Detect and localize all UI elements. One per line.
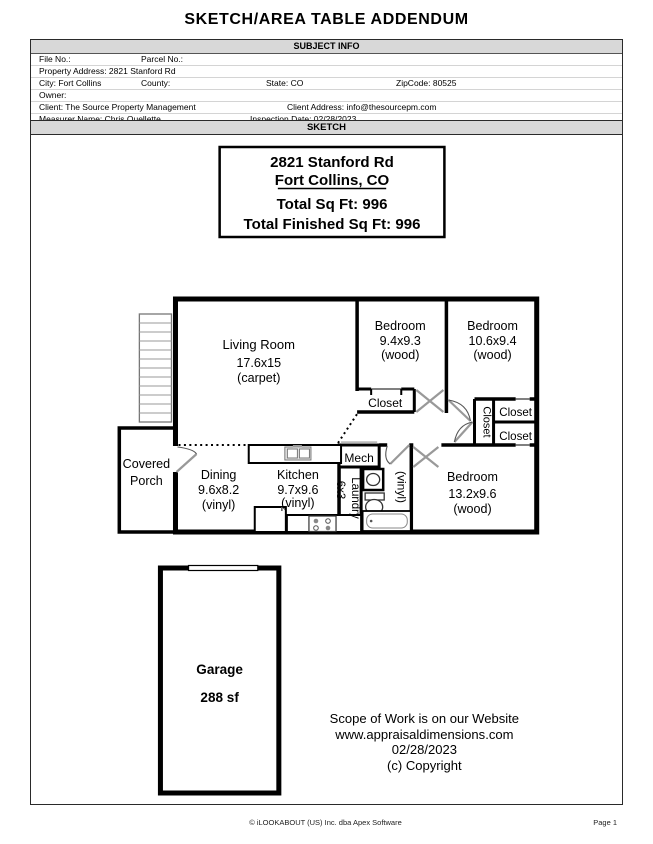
burner: [313, 518, 319, 524]
subject-info-table: SUBJECT INFO File No.: Parcel No.: Prope…: [30, 39, 623, 126]
kitchen-name: Kitchen: [277, 468, 319, 482]
entry-door-arc: [177, 446, 198, 455]
bedroom1-floor: (wood): [381, 348, 419, 362]
table-row-owner: Owner:: [31, 90, 622, 102]
sketch-canvas: 2821 Stanford Rd Fort Collins, CO Total …: [30, 134, 623, 805]
floor-plan-svg: 2821 Stanford Rd Fort Collins, CO Total …: [117, 145, 540, 796]
bedroom1-dims: 9.4x9.3: [380, 334, 421, 348]
bedroom3-dims: 13.2x9.6: [448, 487, 496, 501]
bedroom2-name: Bedroom: [467, 319, 518, 333]
burner: [325, 518, 331, 524]
client-address-label: Client Address: info@thesourcepm.com: [287, 102, 437, 112]
closet-label-vertical: Closet: [481, 406, 493, 437]
burner: [313, 525, 319, 531]
garage-label: Garage: [196, 662, 243, 677]
laundry-dims: 6x3: [334, 481, 346, 500]
table-row-address: Property Address: 2821 Stanford Rd: [31, 66, 622, 78]
county-label: County:: [141, 78, 171, 88]
bedroom2-floor: (wood): [473, 348, 511, 362]
sink-basin-left: [286, 448, 298, 459]
garage: Garage 288 sf: [157, 564, 282, 796]
bedroom2-door-leaf: [447, 399, 472, 422]
garage-area-label: 288 sf: [200, 690, 239, 705]
bathtub-inner: [366, 513, 408, 529]
burner: [325, 525, 331, 531]
table-row-client: Client: The Source Property Management C…: [31, 102, 622, 114]
hall-closet-door-arc: [453, 421, 473, 443]
parcel-no-label: Parcel No.:: [141, 54, 184, 64]
sink-basin-right: [298, 448, 310, 459]
mech-label: Mech: [344, 451, 373, 465]
porch-label-1: Covered: [123, 457, 170, 471]
area-separator-dotted: [178, 413, 358, 446]
bath-door-arc: [385, 445, 391, 465]
state-label: State: CO: [266, 78, 304, 88]
bedroom3-name: Bedroom: [447, 470, 498, 484]
dining-dims: 9.6x8.2: [198, 483, 239, 497]
city-label: City: Fort Collins: [39, 78, 102, 88]
entry-door-leaf: [175, 453, 198, 473]
faucet-icon: [292, 445, 302, 448]
refrigerator-icon: [253, 506, 287, 533]
dining-name: Dining: [201, 468, 237, 482]
bathtub-drain: [369, 519, 373, 523]
owner-label: Owner:: [39, 90, 67, 100]
scope-note: Scope of Work is on our Website www.appr…: [330, 711, 519, 773]
garage-outline: [157, 565, 282, 796]
living-room-name: Living Room: [223, 337, 295, 352]
room-labels: Living Room 17.6x15 (carpet) Bedroom 9.4…: [123, 319, 533, 519]
sketch-title-box: 2821 Stanford Rd Fort Collins, CO Total …: [218, 145, 446, 239]
footer-page-number: Page 1: [593, 818, 617, 827]
scope-line-2: www.appraisaldimensions.com: [334, 727, 513, 742]
bath-door-leaf: [389, 444, 411, 465]
scope-line-3: 02/28/2023: [392, 742, 457, 757]
subject-info-header: SUBJECT INFO: [31, 40, 622, 54]
stairs: [138, 313, 173, 423]
finished-sqft: Total Finished Sq Ft: 996: [244, 216, 421, 233]
property-address: Property Address: 2821 Stanford Rd: [39, 66, 176, 76]
bathtub-icon: [361, 510, 412, 532]
sketch-city: Fort Collins, CO: [275, 172, 390, 189]
bath-floor-label: (vinyl): [394, 471, 408, 503]
laundry-label: Laundry: [349, 477, 361, 519]
bedroom2-dims: 10.6x9.4: [469, 334, 517, 348]
total-sqft: Total Sq Ft: 996: [277, 196, 388, 213]
living-room-floor: (carpet): [237, 371, 280, 385]
kitchen-dims: 9.7x9.6: [277, 483, 318, 497]
closet-label-right-bottom: Closet: [499, 431, 532, 443]
living-room-dims: 17.6x15: [236, 356, 281, 370]
footer-copyright: © iLOOKABOUT (US) Inc. dba Apex Software: [249, 818, 402, 827]
bedroom1-bifold-door: [415, 389, 445, 413]
interior-walls: [337, 299, 538, 532]
garage-door: [187, 564, 259, 572]
hall-closet-door-leaf: [453, 421, 474, 443]
client-label: Client: The Source Property Management: [39, 102, 196, 112]
bedroom1-name: Bedroom: [375, 319, 426, 333]
kitchen-fixtures: [247, 444, 363, 533]
sketch-address: 2821 Stanford Rd: [270, 154, 394, 171]
table-row-city: City: Fort Collins County: State: CO Zip…: [31, 78, 622, 90]
doors: [175, 389, 474, 473]
dining-floor: (vinyl): [202, 498, 235, 512]
bath-fixtures: [361, 467, 412, 532]
porch-label-2: Porch: [130, 474, 163, 488]
measurer-label: Measurer Name: Chris Ouellette: [39, 114, 161, 124]
closet-label-bedroom1: Closet: [368, 396, 403, 410]
table-row-measurer: Measurer Name: Chris Ouellette Inspectio…: [31, 114, 622, 125]
file-no-label: File No.:: [39, 54, 71, 64]
page-title: SKETCH/AREA TABLE ADDENDUM: [184, 11, 469, 28]
zipcode-label: ZipCode: 80525: [396, 78, 457, 88]
bath-sink-icon: [365, 472, 381, 487]
kitchen-floor: (vinyl): [281, 496, 314, 510]
bedroom3-floor: (wood): [453, 502, 491, 516]
closet-label-right-top: Closet: [499, 407, 532, 419]
table-row-file: File No.: Parcel No.:: [31, 54, 622, 66]
sketch-section-header: SKETCH: [30, 120, 623, 135]
inspection-date-label: Inspection Date: 02/28/2023: [250, 114, 357, 124]
stove-icon: [308, 515, 337, 533]
scope-line-1: Scope of Work is on our Website: [330, 711, 519, 726]
scope-line-4: (c) Copyright: [387, 758, 462, 773]
bedroom2-door-arc: [448, 399, 472, 422]
bedroom3-bifold-door: [412, 446, 440, 468]
